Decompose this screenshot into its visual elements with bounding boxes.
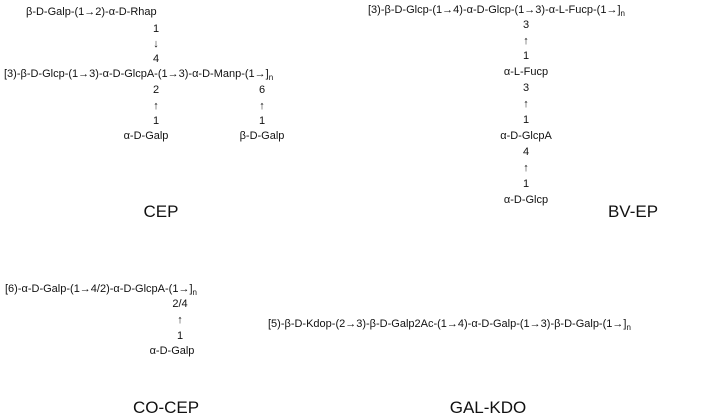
gal-kdo-backbone-text: [5)-β-D-Kdop-(2→3)-β-D-Galp2Ac-(1→4)-α-D…: [268, 318, 627, 330]
cep-right-branch-sugar: β-D-Galp: [239, 130, 285, 142]
cep-left-branch-pos: 2: [152, 84, 160, 96]
bv-ep-chain-item: 1: [522, 178, 530, 190]
co-cep-backbone-subscript: n: [192, 288, 197, 297]
bv-ep-backbone-subscript: n: [620, 9, 625, 18]
cep-backbone: [3)-β-D-Glcp-(1→3)-α-D-GlcpA-(1→3)-α-D-M…: [4, 68, 273, 84]
cep-branch-top: β-D-Galp-(1→2)-α-D-Rhap: [26, 6, 157, 18]
co-cep-label: CO-CEP: [132, 398, 200, 417]
bv-ep-chain-item: ↑: [523, 162, 529, 174]
cep-right-branch-link: 1: [258, 115, 266, 127]
cep-top-arrow: ↓: [153, 38, 159, 50]
bv-ep-chain-item: α-D-Glcp: [503, 194, 549, 206]
co-cep-branch-pos: 2/4: [172, 298, 188, 310]
cep-right-branch-pos: 6: [258, 84, 266, 96]
co-cep-backbone: [6)-α-D-Galp-(1→4/2)-α-D-GlcpA-(1→]n: [5, 283, 197, 299]
cep-left-branch-arrow: ↑: [153, 100, 159, 112]
gal-kdo-backbone-subscript: n: [626, 323, 631, 332]
cep-top-link-upper: 1: [152, 23, 160, 35]
bv-ep-backbone-text: [3)-β-D-Glcp-(1→4)-α-D-Glcp-(1→3)-α-L-Fu…: [368, 4, 621, 16]
co-cep-backbone-text: [6)-α-D-Galp-(1→4/2)-α-D-GlcpA-(1→]: [5, 283, 193, 295]
bv-ep-chain-item: 4: [522, 146, 530, 158]
cep-backbone-text: [3)-β-D-Glcp-(1→3)-α-D-GlcpA-(1→3)-α-D-M…: [4, 68, 269, 80]
bv-ep-chain-item: 1: [522, 50, 530, 62]
bv-ep-chain-item: α-D-GlcpA: [500, 130, 552, 142]
cep-left-branch-link: 1: [152, 115, 160, 127]
co-cep-branch-arrow: ↑: [177, 314, 183, 326]
bv-ep-chain-item: α-L-Fucp: [503, 66, 549, 78]
bv-ep-chain-item: 3: [522, 82, 530, 94]
co-cep-branch-link: 1: [176, 330, 184, 342]
bv-ep-chain-item: ↑: [523, 35, 529, 47]
bv-ep-chain-item: ↑: [523, 98, 529, 110]
cep-left-branch-sugar: α-D-Galp: [123, 130, 169, 142]
bv-ep-chain-item: 3: [522, 19, 530, 31]
cep-label: CEP: [143, 202, 179, 221]
bv-ep-chain-item: 1: [522, 114, 530, 126]
cep-top-link-lower: 4: [152, 53, 160, 65]
co-cep-branch-sugar: α-D-Galp: [149, 345, 195, 357]
bv-ep-backbone: [3)-β-D-Glcp-(1→4)-α-D-Glcp-(1→3)-α-L-Fu…: [368, 4, 625, 20]
gal-kdo-label: GAL-KDO: [449, 398, 527, 417]
cep-backbone-subscript: n: [268, 73, 274, 82]
bv-ep-label: BV-EP: [607, 202, 659, 221]
cep-right-branch-arrow: ↑: [259, 100, 265, 112]
gal-kdo-backbone: [5)-β-D-Kdop-(2→3)-β-D-Galp2Ac-(1→4)-α-D…: [268, 318, 631, 334]
